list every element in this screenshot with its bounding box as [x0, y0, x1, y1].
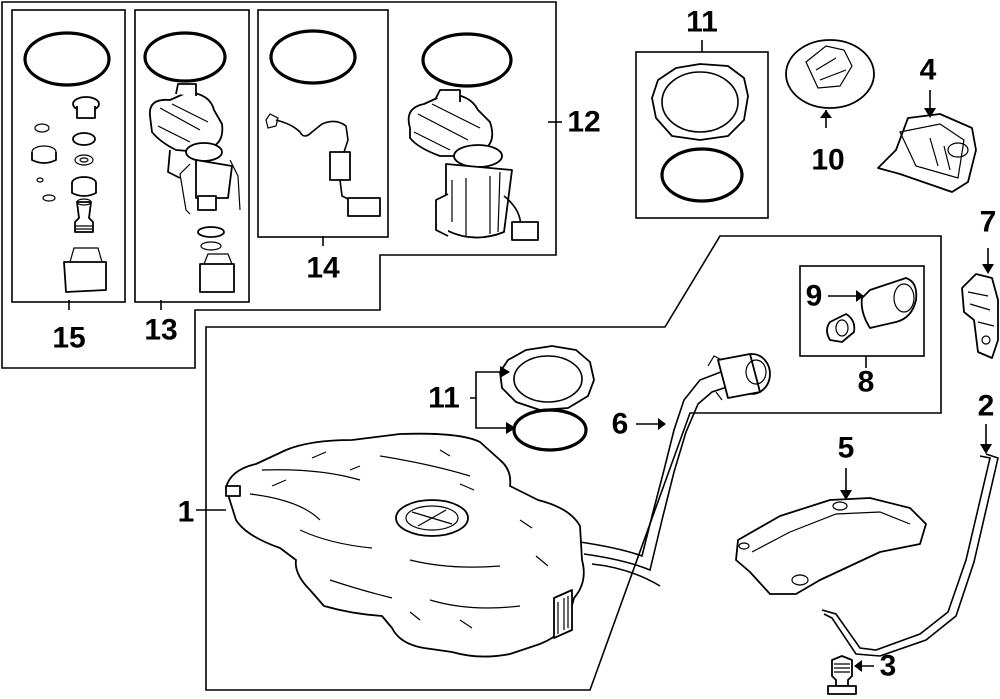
callout-labels: 1 2 3 4 5 6 7 8 9 10 11 11 12 13 14 15 — [52, 6, 996, 683]
pump-kits-frame — [1, 1, 557, 369]
part-4-protector — [877, 90, 977, 193]
callout-11-mid: 11 — [428, 382, 460, 415]
callout-14: 14 — [306, 252, 340, 285]
part-11-mid — [470, 345, 595, 452]
part-8-9-components — [826, 277, 918, 368]
callout-6: 6 — [612, 408, 629, 441]
callout-10: 10 — [811, 144, 844, 177]
tank-frame — [205, 235, 942, 691]
callout-8: 8 — [858, 366, 875, 399]
part-10-cover — [785, 39, 875, 128]
part-3-bolt — [827, 655, 874, 695]
callout-13: 13 — [144, 314, 177, 347]
callout-11-top: 11 — [686, 6, 718, 39]
callout-9: 9 — [806, 280, 823, 313]
callout-2: 2 — [978, 390, 995, 423]
callout-5: 5 — [838, 432, 855, 465]
callout-15: 15 — [52, 322, 85, 355]
part-12-components — [407, 32, 562, 241]
part-15-components — [23, 31, 111, 310]
callout-1: 1 — [178, 496, 195, 529]
callout-4: 4 — [920, 54, 937, 87]
part-7-bracket — [961, 248, 999, 359]
part-2-strap — [821, 424, 999, 657]
box-8 — [799, 265, 925, 357]
part-13-components — [143, 31, 241, 310]
callout-12: 12 — [567, 106, 600, 139]
box-13 — [134, 9, 250, 303]
callout-3: 3 — [880, 650, 897, 683]
part-5-heat-shield — [735, 468, 927, 595]
callout-7: 7 — [980, 206, 997, 239]
part-6-filler-pipe — [579, 353, 771, 587]
part-1-fuel-tank — [196, 432, 585, 658]
part-14-components — [265, 29, 381, 246]
part-11-top — [651, 40, 749, 203]
